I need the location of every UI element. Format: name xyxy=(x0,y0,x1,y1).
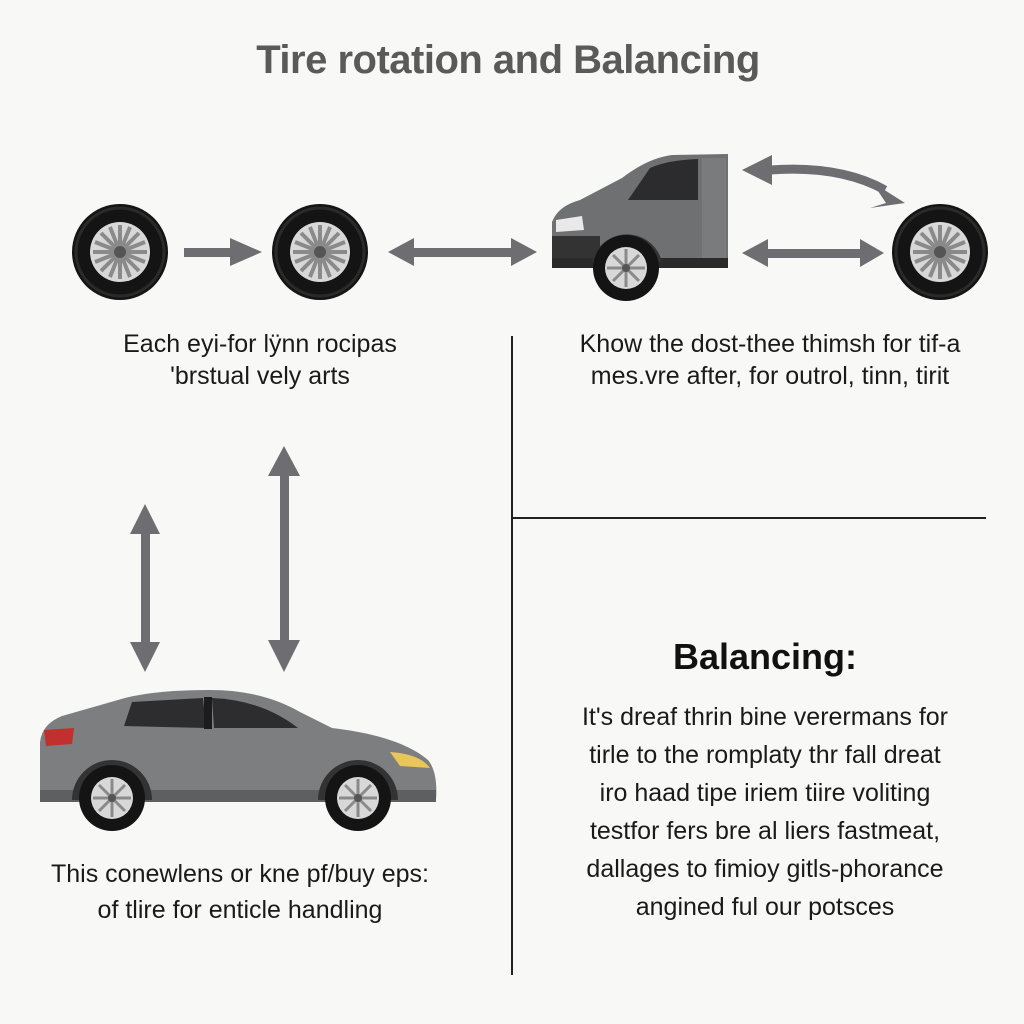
tire-2-icon xyxy=(270,202,370,302)
balancing-paragraph: It's dreaf thrin bine vеrermans for tirl… xyxy=(510,698,1020,926)
balancing-line: tirle to the romplaty thr fall dreat xyxy=(589,741,941,769)
arrow-curved-icon xyxy=(742,155,905,208)
sedan-car-icon xyxy=(40,690,437,833)
page-title: Tire rotation and Balancing xyxy=(256,38,760,82)
caption-line: Each eyi-for lÿnn rocipas xyxy=(123,330,397,358)
caption-top-left: Each eyi-for lÿnn rocipas 'brstual vely … xyxy=(10,328,510,392)
caption-top-right: Khow the dost-thee thimsh for tif-a mes.… xyxy=(520,328,1020,392)
balancing-line: testfor fers bre al liers fastmeat, xyxy=(589,817,941,845)
arrow-double-horizontal-icon xyxy=(388,238,537,266)
caption-line: 'brstual vely arts xyxy=(170,362,350,390)
arrow-double-horizontal-icon-2 xyxy=(742,239,884,267)
arrow-right-icon xyxy=(184,238,262,266)
tire-3-icon xyxy=(890,202,990,302)
arrow-double-vertical-icon xyxy=(130,504,160,672)
arrow-double-vertical-icon-2 xyxy=(268,446,300,672)
tire-1-icon xyxy=(70,202,170,302)
balancing-line: angined ful our potsces xyxy=(635,893,895,921)
caption-line: Khow the dost-thee thimsh for tif-a xyxy=(579,330,961,358)
balancing-line: dallages to fimioy gitls-phorance xyxy=(586,855,944,883)
balancing-line: It's dreaf thrin bine vеrermans for xyxy=(581,703,949,731)
caption-line: of tlire for enticle handling xyxy=(97,896,383,924)
caption-line: mes.vre after, for outrol, tinn, tirit xyxy=(590,362,950,390)
caption-bottom-left: This conewlens or kne pf/buy eps: of tli… xyxy=(0,856,480,928)
balancing-heading: Balancing: xyxy=(672,636,858,677)
caption-line: This conewlens or kne pf/buy eps: xyxy=(51,860,429,888)
balancing-line: iro haad tipe iriem tiire voliting xyxy=(599,779,931,807)
van-icon xyxy=(552,154,728,303)
